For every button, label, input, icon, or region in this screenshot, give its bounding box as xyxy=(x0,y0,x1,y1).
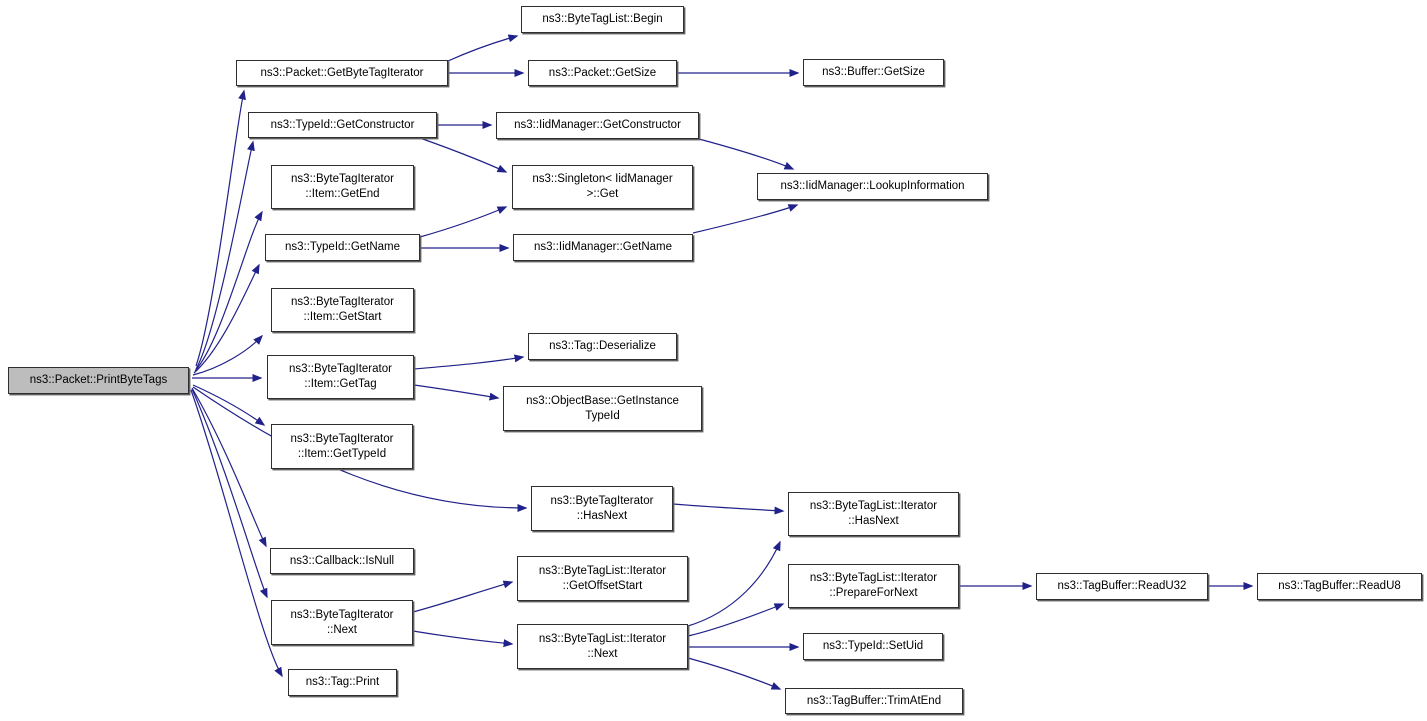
node-btl-iterator-next[interactable]: ns3::ByteTagList::Iterator ::Next xyxy=(517,624,688,669)
node-tag-buffer-read-u8[interactable]: ns3::TagBuffer::ReadU8 xyxy=(1257,573,1422,600)
node-get-byte-tag-iterator[interactable]: ns3::Packet::GetByteTagIterator xyxy=(236,60,448,86)
edge-btl-iterator-next--btl-iterator-prepare-for-next xyxy=(687,603,785,637)
node-label: ::PrepareForNext xyxy=(829,587,918,599)
edge-typeid-get-name--singleton-get xyxy=(419,206,508,238)
node-label: ns3::ByteTagIterator xyxy=(289,363,392,375)
node-item-get-end[interactable]: ns3::ByteTagIterator ::Item::GetEnd xyxy=(271,165,414,209)
node-singleton-get[interactable]: ns3::Singleton< IidManager >::Get xyxy=(512,165,693,209)
node-iid-manager-lookup-information[interactable]: ns3::IidManager::LookupInformation xyxy=(757,173,988,200)
node-label: ::Item::GetTag xyxy=(304,378,377,390)
node-object-base-get-instance-type-id[interactable]: ns3::ObjectBase::GetInstance TypeId xyxy=(503,386,702,431)
node-label: ::HasNext xyxy=(576,509,628,522)
edge-print-byte-tags--item-get-start xyxy=(192,334,264,376)
node-byte-tag-iterator-has-next[interactable]: ns3::ByteTagIterator ::HasNext xyxy=(531,486,673,531)
node-label: ns3::ByteTagIterator xyxy=(291,173,394,185)
edge-typeid-get-constructor--singleton-get xyxy=(419,137,508,173)
node-byte-tag-list-begin[interactable]: ns3::ByteTagList::Begin xyxy=(521,6,684,33)
edge-iid-manager-get-constructor--iid-manager-lookup-information xyxy=(698,138,795,170)
edge-item-get-tag--tag-deserialize xyxy=(413,354,525,370)
node-typeid-get-name[interactable]: ns3::TypeId::GetName xyxy=(265,234,420,261)
node-packet-get-size[interactable]: ns3::Packet::GetSize xyxy=(528,60,677,86)
node-item-get-type-id[interactable]: ns3::ByteTagIterator ::Item::GetTypeId xyxy=(271,424,413,469)
node-label: ns3::ByteTagIterator xyxy=(550,494,654,507)
node-label: ns3::TypeId::GetName xyxy=(284,241,401,253)
node-typeid-set-uid[interactable]: ns3::TypeId::SetUid xyxy=(803,633,943,660)
node-label: ::Item::GetStart xyxy=(303,311,382,323)
node-label: ns3::ObjectBase::GetInstance xyxy=(526,394,679,407)
node-tag-print[interactable]: ns3::Tag::Print xyxy=(288,669,397,696)
node-label: ns3::ByteTagList::Iterator xyxy=(538,632,667,645)
edge-iid-manager-get-name--iid-manager-lookup-information xyxy=(692,204,799,234)
edge-btl-iterator-next--tag-buffer-trim-at-end xyxy=(687,657,782,690)
node-label: ns3::TagBuffer::ReadU8 xyxy=(1278,580,1401,592)
node-label: ns3::TagBuffer::ReadU32 xyxy=(1057,580,1187,592)
node-label: ns3::Packet::PrintByteTags xyxy=(29,374,168,386)
node-label: TypeId xyxy=(585,409,620,422)
node-label: ns3::Singleton< IidManager xyxy=(532,173,673,185)
edge-print-byte-tags--callback-is-null xyxy=(191,387,267,548)
node-byte-tag-iterator-next[interactable]: ns3::ByteTagIterator ::Next xyxy=(271,600,413,645)
edge-print-byte-tags--byte-tag-iterator-has-next xyxy=(192,386,528,512)
edge-byte-tag-iterator-next--btl-iterator-next xyxy=(412,630,514,648)
node-label: ns3::Packet::GetSize xyxy=(548,66,657,79)
node-label: ns3::IidManager::LookupInformation xyxy=(780,180,965,192)
edge-btl-iterator-next--btl-iterator-has-next xyxy=(687,540,781,627)
node-label: ::Item::GetTypeId xyxy=(297,447,387,460)
node-label: ns3::Packet::GetByteTagIterator xyxy=(260,66,424,79)
node-label: ::GetOffsetStart xyxy=(562,579,643,592)
node-label: ns3::ByteTagList::Iterator xyxy=(538,564,667,577)
node-label: ::Item::GetEnd xyxy=(305,188,380,200)
node-label: ns3::Tag::Print xyxy=(305,676,380,688)
edge-print-byte-tags--get-byte-tag-iterator xyxy=(195,89,246,367)
node-callback-is-null[interactable]: ns3::Callback::IsNull xyxy=(270,548,414,574)
node-label: ::Next xyxy=(326,623,358,636)
node-print-byte-tags: ns3::Packet::PrintByteTags xyxy=(8,367,189,394)
node-btl-iterator-prepare-for-next[interactable]: ns3::ByteTagList::Iterator ::PrepareForN… xyxy=(788,564,959,608)
edge-byte-tag-iterator-next--btl-iterator-get-offset-start xyxy=(412,580,514,613)
node-label: ns3::TagBuffer::TrimAtEnd xyxy=(806,694,942,707)
node-label: ns3::ByteTagIterator xyxy=(290,432,394,445)
node-item-get-tag[interactable]: ns3::ByteTagIterator ::Item::GetTag xyxy=(267,355,414,399)
edge-item-get-tag--object-base-get-instance-type-id xyxy=(413,384,500,401)
node-label: ns3::ByteTagIterator xyxy=(291,296,394,308)
node-label: ns3::Buffer::GetSize xyxy=(822,66,925,78)
node-iid-manager-get-constructor[interactable]: ns3::IidManager::GetConstructor xyxy=(496,112,699,139)
node-label: ns3::IidManager::GetName xyxy=(533,241,673,253)
node-btl-iterator-get-offset-start[interactable]: ns3::ByteTagList::Iterator ::GetOffsetSt… xyxy=(517,556,688,601)
node-tag-buffer-read-u32[interactable]: ns3::TagBuffer::ReadU32 xyxy=(1036,573,1208,600)
node-label: ns3::ByteTagList::Iterator xyxy=(809,572,938,584)
node-buffer-get-size[interactable]: ns3::Buffer::GetSize xyxy=(803,59,944,86)
node-label: ::Next xyxy=(587,647,618,660)
node-label: >::Get xyxy=(586,188,619,200)
edge-print-byte-tags--tag-print xyxy=(190,389,283,678)
node-typeid-get-constructor[interactable]: ns3::TypeId::GetConstructor xyxy=(248,112,437,138)
edge-print-byte-tags--typeid-get-constructor xyxy=(195,140,255,370)
node-label: ns3::IidManager::GetConstructor xyxy=(514,119,681,131)
node-tag-deserialize[interactable]: ns3::Tag::Deserialize xyxy=(528,333,677,360)
node-iid-manager-get-name[interactable]: ns3::IidManager::GetName xyxy=(513,234,693,261)
node-tag-buffer-trim-at-end[interactable]: ns3::TagBuffer::TrimAtEnd xyxy=(785,688,963,714)
node-label: ns3::Tag::Deserialize xyxy=(549,340,656,352)
node-btl-iterator-has-next[interactable]: ns3::ByteTagList::Iterator ::HasNext xyxy=(788,492,959,536)
edge-print-byte-tags--byte-tag-iterator-next xyxy=(191,388,268,599)
node-label: ns3::TypeId::SetUid xyxy=(822,640,924,652)
edge-print-byte-tags--item-get-type-id xyxy=(192,384,266,426)
node-item-get-start[interactable]: ns3::ByteTagIterator ::Item::GetStart xyxy=(271,288,414,332)
node-label: ::HasNext xyxy=(848,515,899,527)
node-label: ns3::Callback::IsNull xyxy=(289,554,395,567)
edge-print-byte-tags--typeid-get-name xyxy=(193,263,260,374)
node-label: ns3::ByteTagList::Iterator xyxy=(809,500,938,512)
node-label: ns3::ByteTagList::Begin xyxy=(542,13,663,25)
node-label: ns3::TypeId::GetConstructor xyxy=(270,118,415,131)
edge-print-byte-tags--item-get-end xyxy=(194,210,263,372)
node-label: ns3::ByteTagIterator xyxy=(290,608,394,621)
edge-get-byte-tag-iterator--byte-tag-list-begin xyxy=(447,34,519,62)
edge-byte-tag-iterator-has-next--btl-iterator-has-next xyxy=(672,503,785,515)
